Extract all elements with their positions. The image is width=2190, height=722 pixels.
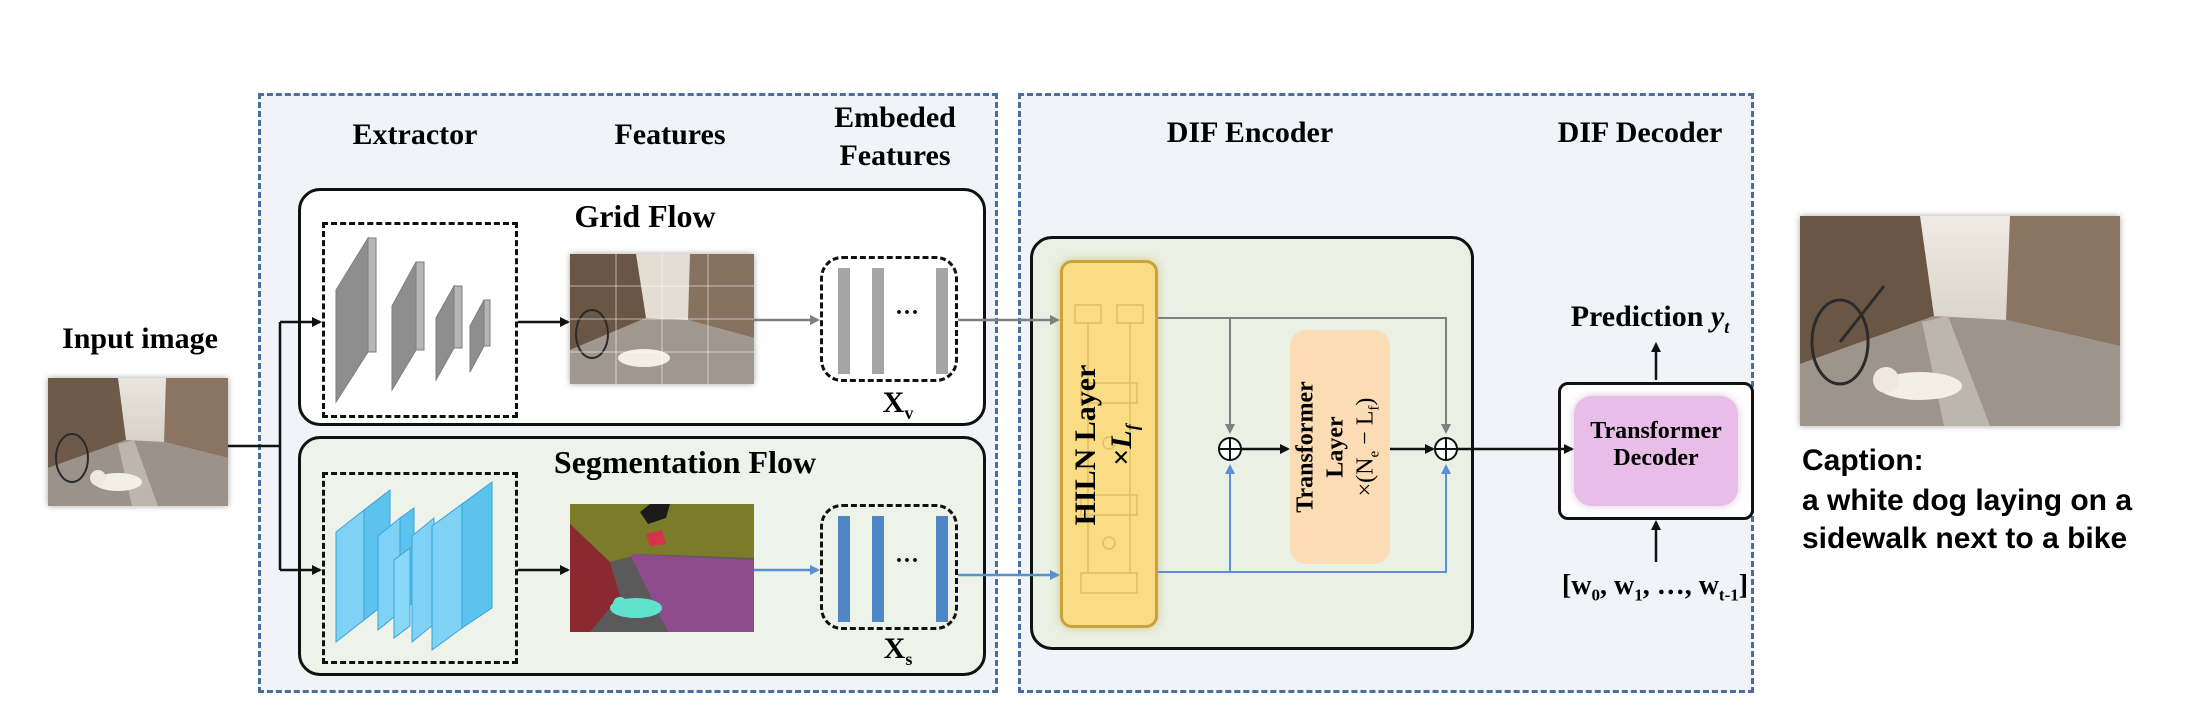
transformer-decoder-block: Transformer Decoder [1574,396,1738,506]
seg-embedded-bars [838,516,948,622]
output-image [1800,216,2120,426]
sum-node-1 [1218,437,1242,461]
xs-symbol: Xs [883,632,913,669]
seg-extractor-box [322,472,518,664]
seg-embedded-box [820,504,958,630]
input-tokens: [w0, w1, …, wt-1] [1561,570,1749,605]
grid-embedded-bars [838,268,948,374]
input-image-label: Input image [62,322,218,355]
seg-cnn-blocks [335,481,493,651]
features-header: Features [614,118,726,151]
grid-flow-title: Grid Flow [574,198,716,234]
caption-line1: a white dog laying on a [1802,484,2133,517]
dif-decoder-header: DIF Decoder [1557,116,1723,149]
grid-extractor-box [322,222,518,418]
grid-cnn-blocks [335,236,491,404]
xv-symbol: Xv [882,386,914,423]
transformer-layer-block: Transformer Layer ×(Ne − Lf) [1290,330,1390,564]
extractor-header: Extractor [352,118,478,151]
segmentation-flow-title: Segmentation Flow [553,444,817,480]
grid-ellipsis: ··· [894,300,919,326]
input-split-arrows [228,317,322,575]
decoder-label-line2: Decoder [1613,445,1699,471]
embeded-header-line1: Embeded [834,101,956,134]
caption-line2: sidewalk next to a bike [1802,522,2128,555]
grid-feature-image [570,254,754,384]
extractor-to-feature-arrows [518,317,570,575]
embeded-header-line2: Features [839,139,951,172]
hiln-layer-block: HILN Layer ×Lf [1060,260,1158,628]
input-image [48,378,228,506]
seg-ellipsis: ··· [894,548,919,574]
dif-encoder-header: DIF Encoder [1166,116,1334,149]
caption-heading: Caption: [1802,444,1924,477]
hiln-output-lines [1158,317,1451,573]
segmentation-map-image [570,504,754,632]
prediction-label: Prediction yt [1570,300,1730,337]
decoder-label-line1: Transformer [1590,418,1722,444]
grid-embedded-box [820,256,958,382]
sum-node-2 [1434,437,1458,461]
